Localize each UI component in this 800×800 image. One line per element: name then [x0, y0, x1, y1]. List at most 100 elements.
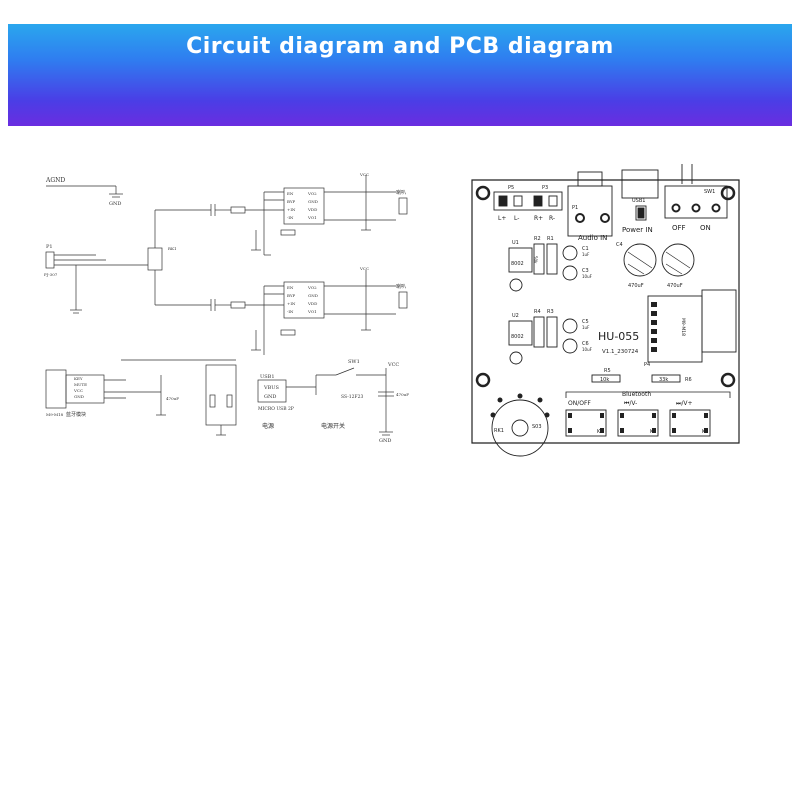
svg-text:10k: 10k	[600, 377, 609, 383]
speaker-upper: 喇叭	[396, 189, 406, 196]
pcb-p3: P3	[542, 185, 548, 191]
svg-text:R+: R+	[534, 215, 543, 222]
svg-text:VCC: VCC	[73, 388, 83, 393]
cap-470-right: 470uF	[396, 392, 409, 397]
p1-label: P1	[46, 244, 53, 250]
switch-label: 电源开关	[321, 422, 345, 430]
bt-part: M9-M18	[46, 412, 64, 417]
agnd-label: AGND	[45, 177, 65, 184]
svg-text:33k: 33k	[659, 377, 668, 383]
svg-text:-IN: -IN	[287, 309, 294, 314]
pcb-u2: U2	[512, 313, 519, 319]
pcb-c4: C4	[616, 242, 623, 248]
svg-text:BYP: BYP	[287, 293, 296, 298]
pcb-rk1: RK1	[494, 428, 504, 434]
svg-text:-IN: -IN	[287, 215, 294, 220]
p1-part: PJ-307	[44, 272, 58, 277]
svg-text:KEY: KEY	[74, 376, 83, 381]
svg-text:470uF: 470uF	[628, 283, 644, 289]
svg-text:C1: C1	[582, 246, 589, 252]
svg-text:R3: R3	[547, 309, 554, 315]
pcb-diagram: P5 P3 L+ L- R+ R- P1 Audio IN USB1 Power…	[460, 160, 760, 460]
pcb-sw1: SW1	[704, 189, 715, 195]
svg-text:VDD: VDD	[307, 301, 317, 306]
svg-text:K1: K1	[597, 429, 603, 435]
bt-label: 蓝牙模块	[66, 411, 86, 418]
svg-text:R1: R1	[547, 236, 554, 242]
svg-text:470uF: 470uF	[667, 283, 683, 289]
bluetooth-label: Bluetooth	[622, 391, 651, 398]
svg-text:⏮/V-: ⏮/V-	[624, 400, 637, 407]
sw-part: SS-12F23	[341, 394, 363, 400]
on-label: ON	[700, 224, 711, 232]
svg-text:8002: 8002	[511, 334, 524, 340]
pcb-p4: P4	[644, 362, 650, 368]
svg-text:50k: 50k	[533, 256, 538, 264]
svg-text:VO2: VO2	[307, 191, 317, 196]
pcb-p1: P1	[572, 205, 578, 211]
pcb-usb1: USB1	[632, 198, 645, 204]
pcb-version: V1.1_230724	[602, 349, 639, 355]
svg-text:R4: R4	[534, 309, 541, 315]
svg-text:R6: R6	[685, 377, 692, 383]
rv-label: RK1	[168, 246, 177, 251]
svg-text:C3: C3	[582, 268, 589, 274]
off-label: OFF	[672, 224, 686, 232]
svg-text:R-: R-	[549, 215, 555, 222]
power-in: Power IN	[622, 226, 653, 234]
svg-text:GND: GND	[308, 199, 318, 204]
audio-in: Audio IN	[578, 234, 607, 242]
svg-text:⏭/V+: ⏭/V+	[676, 400, 693, 407]
u1-pins-upper: EN BYP +IN -IN VO2 GND VDD VO1	[287, 191, 318, 220]
svg-text:10uF: 10uF	[582, 347, 593, 352]
usb-label: USB1	[260, 374, 275, 380]
svg-text:EN: EN	[287, 285, 294, 290]
svg-text:K3: K3	[702, 429, 708, 435]
svg-text:R2: R2	[534, 236, 541, 242]
sw-label: SW1	[348, 359, 360, 365]
svg-text:VO1: VO1	[307, 215, 317, 220]
svg-text:R5: R5	[604, 368, 611, 374]
cap-470-left: 470uF	[166, 396, 179, 401]
svg-text:VO1: VO1	[307, 309, 317, 314]
svg-text:C6: C6	[582, 341, 589, 347]
svg-text:EN: EN	[287, 191, 294, 196]
svg-text:10uF: 10uF	[582, 274, 593, 279]
svg-text:VBUS: VBUS	[263, 385, 279, 391]
svg-text:1uF: 1uF	[582, 325, 590, 330]
circuit-diagram: AGND GND P1 PJ-307 RK1 EN BYP	[36, 170, 426, 450]
svg-text:VO2: VO2	[307, 285, 317, 290]
svg-text:8002: 8002	[511, 261, 524, 267]
pcb-p5: P5	[508, 185, 514, 191]
power-label: 电源	[262, 422, 274, 430]
bt-pins: KEY MUTE VCC GND	[73, 376, 87, 399]
svg-text:C5: C5	[582, 319, 589, 325]
svg-text:L-: L-	[514, 215, 519, 222]
pcb-s03: S03	[532, 424, 542, 430]
svg-text:ON/OFF: ON/OFF	[568, 400, 591, 407]
svg-text:L+: L+	[498, 215, 506, 222]
usb-part: MICRO USB 2P	[258, 406, 294, 412]
svg-text:+IN: +IN	[287, 207, 296, 212]
svg-text:GND: GND	[308, 293, 318, 298]
svg-text:K2: K2	[650, 429, 656, 435]
svg-text:MUTE: MUTE	[74, 382, 87, 387]
svg-text:GND: GND	[74, 394, 84, 399]
pcb-model: HU-055	[598, 330, 639, 343]
page-title: Circuit diagram and PCB diagram	[186, 34, 614, 59]
gnd-label-bottom: GND	[379, 438, 391, 444]
svg-text:1uF: 1uF	[582, 252, 590, 257]
header-banner: Circuit diagram and PCB diagram	[8, 24, 792, 126]
svg-text:+IN: +IN	[287, 301, 296, 306]
vcc-lower: VCC	[359, 266, 369, 271]
speaker-lower: 喇叭	[396, 283, 406, 290]
svg-text:GND: GND	[264, 394, 276, 400]
gnd-label-top: GND	[109, 201, 121, 207]
u1-pins-lower: EN BYP +IN -IN VO2 GND VDD VO1	[287, 285, 318, 314]
vcc-upper: VCC	[359, 172, 369, 177]
bt-module-label: M9-M18	[680, 318, 686, 336]
svg-text:VDD: VDD	[307, 207, 317, 212]
pcb-u1: U1	[512, 240, 519, 246]
svg-text:BYP: BYP	[287, 199, 296, 204]
vcc-sw: VCC	[387, 362, 399, 368]
